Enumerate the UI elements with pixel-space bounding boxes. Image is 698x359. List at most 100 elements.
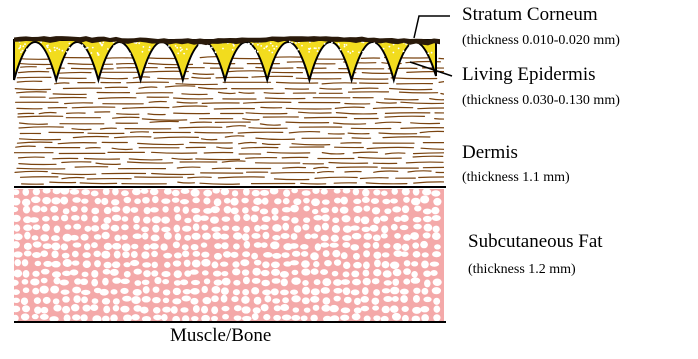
epidermis-speckle xyxy=(161,51,163,53)
fat-cell xyxy=(173,260,181,266)
fat-cell xyxy=(22,199,30,207)
dermis-fiber xyxy=(264,93,284,94)
fat-cell xyxy=(160,243,167,250)
fat-cell xyxy=(214,198,222,206)
fat-cell xyxy=(221,287,229,294)
dermis-fiber xyxy=(256,138,295,139)
fat-cell xyxy=(332,271,339,277)
fat-cell xyxy=(431,190,440,196)
fat-cell xyxy=(354,298,361,305)
fat-cell xyxy=(32,314,39,319)
dermis-fiber xyxy=(50,182,76,183)
epidermis-speckle xyxy=(418,48,420,50)
dermis-fiber xyxy=(173,106,207,107)
epidermis-speckle xyxy=(352,51,354,53)
epidermis-speckle xyxy=(248,43,250,45)
fat-cell xyxy=(340,315,349,321)
fat-cell xyxy=(430,270,437,276)
fat-cell xyxy=(13,224,20,231)
dermis-fiber xyxy=(385,99,419,100)
fat-cell xyxy=(314,279,321,285)
dermis-fiber xyxy=(18,116,63,117)
living-epidermis-layer xyxy=(14,40,436,80)
dermis-fiber xyxy=(366,183,407,184)
fat-cell xyxy=(151,251,158,257)
epidermis-speckle xyxy=(149,46,151,48)
fat-cell xyxy=(310,296,319,303)
fat-cell xyxy=(313,261,319,267)
fat-cell xyxy=(41,278,48,284)
epidermis-speckle xyxy=(205,49,207,51)
fat-cell xyxy=(413,188,420,196)
fat-cell xyxy=(175,214,182,221)
fat-cell xyxy=(272,215,279,221)
fat-cell xyxy=(12,298,19,303)
epidermis-speckle xyxy=(142,51,144,53)
epidermis-speckle xyxy=(122,45,124,47)
epidermis-speckle xyxy=(263,48,265,50)
dermis-fiber xyxy=(53,94,86,95)
fat-cell xyxy=(262,261,270,268)
dermis-fiber xyxy=(246,113,287,114)
fat-cell xyxy=(271,288,279,295)
fat-cell xyxy=(91,191,99,197)
fat-cell xyxy=(61,289,70,294)
fat-cell xyxy=(192,197,200,203)
fat-cell xyxy=(213,187,220,193)
fat-cell xyxy=(133,289,142,296)
fat-cell xyxy=(31,196,41,203)
fat-cell xyxy=(290,289,298,294)
dermis-fiber xyxy=(263,144,281,145)
dermis-fiber xyxy=(267,152,309,153)
fat-cell xyxy=(41,269,50,275)
fat-cell xyxy=(40,234,49,241)
fat-cell xyxy=(24,232,30,240)
fat-cell xyxy=(222,278,231,286)
fat-cell xyxy=(14,259,20,266)
fat-cell xyxy=(51,197,60,204)
fat-cell xyxy=(362,287,369,295)
fat-cell xyxy=(251,215,259,223)
fat-cell xyxy=(292,251,300,257)
fat-cell xyxy=(344,297,352,304)
fat-cell xyxy=(191,189,200,197)
fat-cell xyxy=(392,313,401,321)
fat-cell xyxy=(404,260,411,266)
dermis-fiber xyxy=(420,131,447,132)
fat-cell xyxy=(343,262,350,269)
fat-cell xyxy=(174,252,182,258)
fat-cell xyxy=(310,315,317,322)
stratum-corneum-thickness: (thickness 0.010-0.020 mm) xyxy=(462,33,620,49)
fat-cell xyxy=(164,262,171,268)
dermis-fiber xyxy=(21,177,58,178)
dermis-fiber xyxy=(99,98,136,99)
fat-cell xyxy=(363,250,370,257)
fat-cell xyxy=(164,232,172,240)
fat-cell xyxy=(143,217,151,224)
subcutaneous-fat-label: Subcutaneous Fat xyxy=(468,231,603,253)
epidermis-speckle xyxy=(321,53,323,55)
dermis-fiber xyxy=(227,126,246,127)
epidermis-speckle xyxy=(117,47,119,49)
epidermis-speckle xyxy=(375,51,377,53)
epidermis-speckle xyxy=(198,44,200,46)
fat-cell xyxy=(23,287,30,293)
fat-cell xyxy=(403,279,410,285)
epidermis-speckle xyxy=(208,48,210,50)
fat-cell xyxy=(120,306,129,313)
fat-cell xyxy=(173,288,181,295)
fat-cell xyxy=(383,243,390,248)
fat-cell xyxy=(112,243,121,250)
fat-cell xyxy=(253,198,262,205)
fat-cell xyxy=(201,306,208,314)
fat-cell xyxy=(382,261,390,268)
dermis-fiber xyxy=(223,71,264,72)
dermis-fiber xyxy=(15,89,50,90)
fat-cell xyxy=(234,214,241,221)
dermis-fiber xyxy=(242,147,278,148)
fat-cell xyxy=(411,198,420,206)
dermis-fiber xyxy=(375,122,400,123)
fat-cell xyxy=(53,277,60,284)
fat-cell xyxy=(111,289,118,295)
epidermis-speckle xyxy=(289,43,291,45)
